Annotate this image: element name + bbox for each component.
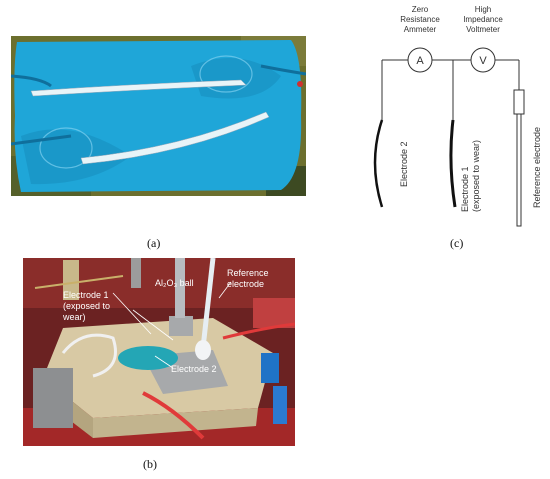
photo-b-illustration: Al₂O₃ ball Reference electrode Electrode… <box>23 258 295 446</box>
annotation-reference-1: Reference <box>227 268 269 278</box>
electrode-2-shape <box>373 119 384 208</box>
photo-a-illustration <box>11 36 306 196</box>
annotation-ball: Al₂O₃ ball <box>155 278 194 288</box>
ammeter-symbol <box>407 47 433 73</box>
annotation-reference-2: electrode <box>227 279 264 289</box>
voltmeter-letter: V <box>479 55 487 67</box>
ammeter-label-3: Ammeter <box>404 25 437 34</box>
ammeter-label-1: Zero <box>412 5 429 14</box>
reference-electrode-label: Reference electrode <box>532 127 542 208</box>
reference-electrode-cap <box>513 89 525 115</box>
ammeter-letter: A <box>416 55 424 67</box>
wire-white <box>61 333 117 378</box>
voltmeter-label-2: Impedance <box>463 15 503 24</box>
circuit-svg: Zero Resistance Ammeter High Impedance V… <box>373 5 542 227</box>
annotation-electrode1-1: Electrode 1 <box>63 290 109 300</box>
circuit-schematic: Zero Resistance Ammeter High Impedance V… <box>358 2 548 240</box>
voltmeter-label-3: Voltmeter <box>466 25 500 34</box>
electrode-strip-lower <box>80 111 270 165</box>
electrode-2-label: Electrode 2 <box>399 141 409 187</box>
electrolyte-pool <box>118 346 178 370</box>
annotation-electrode1-2: (exposed to <box>63 301 110 311</box>
metal-clamp-left <box>33 368 73 428</box>
electrode-strip-upper <box>30 79 247 97</box>
electrode-1-shape <box>449 119 457 208</box>
photo-electrodes-in-resin <box>11 36 306 196</box>
voltmeter-label-1: High <box>475 5 491 14</box>
ammeter-label-2: Resistance <box>400 15 440 24</box>
reference-electrode-rod <box>200 258 216 349</box>
photo-tribometer-setup: Al₂O₃ ball Reference electrode Electrode… <box>23 258 295 446</box>
electrode-1-label-1: Electrode 1 <box>460 166 470 212</box>
reference-electrode-body <box>516 113 522 227</box>
panel-label-c: (c) <box>450 236 464 250</box>
panel-label-a: (a) <box>147 236 161 250</box>
electrode-1-label-2: (exposed to wear) <box>471 140 481 212</box>
voltmeter-symbol <box>470 47 496 73</box>
panel-label-b: (b) <box>143 457 157 471</box>
annotation-electrode2: Electrode 2 <box>171 364 217 374</box>
annotation-electrode1-3: wear) <box>62 312 86 322</box>
